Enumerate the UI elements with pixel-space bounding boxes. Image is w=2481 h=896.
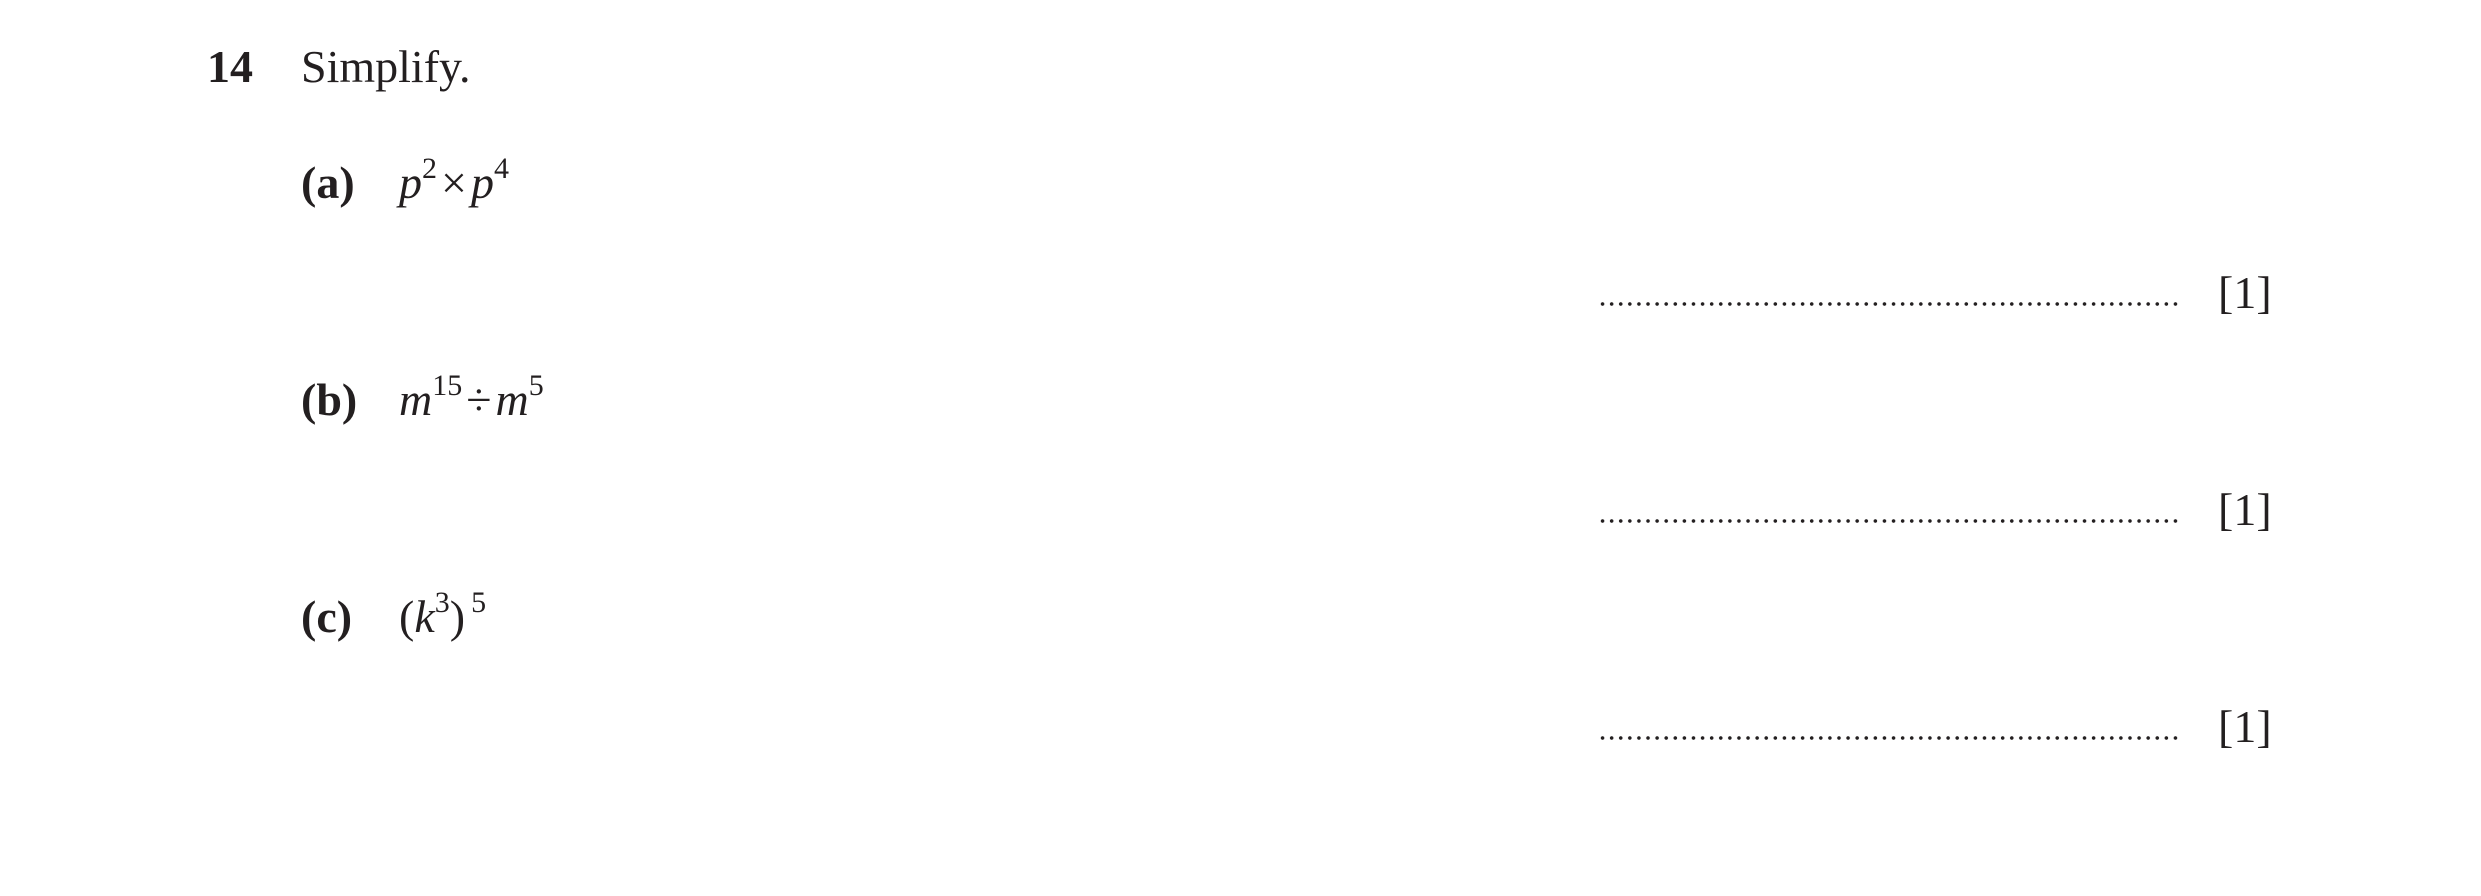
question-stem: Simplify. (301, 41, 471, 92)
part-b-answer-line: [1] (1598, 487, 2272, 533)
multiply-symbol: × (441, 157, 467, 208)
part-a-answer-field[interactable] (1598, 302, 2182, 306)
part-a-base-1: p (399, 157, 422, 208)
part-c-expression: (k3)5 (399, 588, 486, 642)
part-b-marks: [1] (2218, 484, 2272, 535)
part-c-answer-line: [1] (1598, 704, 2272, 750)
part-a-label: (a) (301, 157, 355, 208)
part-b-label: (b) (301, 374, 358, 425)
close-parenthesis: ) (449, 591, 466, 642)
part-b-base-1: m (399, 374, 433, 425)
part-a-base-2: p (470, 157, 494, 208)
part-c-base: k (414, 591, 435, 642)
part-a: (a)p2×p4 (301, 154, 509, 208)
open-parenthesis: ( (399, 591, 415, 642)
part-a-marks: [1] (2218, 267, 2272, 318)
divide-symbol: ÷ (466, 374, 492, 425)
part-b-base-2: m (495, 374, 529, 425)
part-c: (c) (k3)5 (301, 588, 486, 642)
part-c-marks: [1] (2218, 701, 2272, 752)
part-b-answer-field[interactable] (1598, 519, 2182, 523)
part-c-outer-exponent: 5 (471, 586, 487, 619)
part-a-exponent-1: 2 (422, 152, 437, 185)
part-a-exponent-2: 4 (493, 152, 509, 185)
part-b-exponent-2: 5 (528, 369, 544, 402)
part-b-expression: m15÷m5 (399, 371, 544, 425)
part-c-label: (c) (301, 591, 353, 642)
question-number: 14 (207, 41, 253, 92)
part-c-answer-field[interactable] (1598, 736, 2182, 740)
part-a-expression: p2×p4 (399, 154, 509, 208)
part-a-answer-line: [1] (1598, 270, 2272, 316)
part-c-inner-exponent: 3 (434, 586, 450, 619)
part-b-exponent-1: 15 (432, 369, 463, 402)
part-b: (b)m15÷m5 (301, 371, 544, 425)
